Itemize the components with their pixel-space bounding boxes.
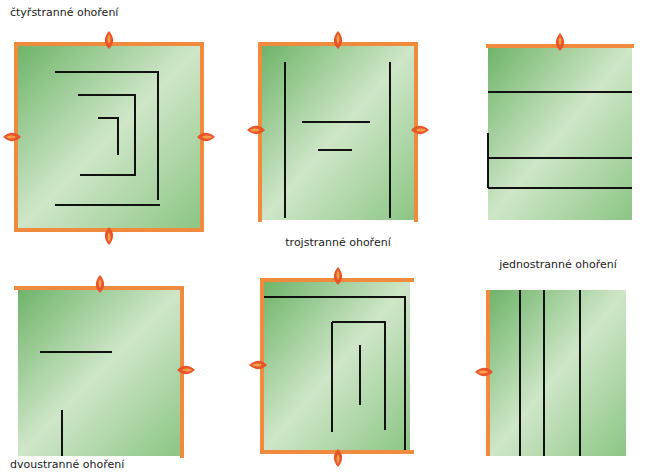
square (488, 48, 632, 220)
square (18, 290, 180, 456)
caption-label: trojstranné ohoření (283, 236, 392, 250)
caption-label: dvoustranné ohoření (8, 458, 126, 472)
square (490, 290, 626, 456)
flame-arrow (3, 31, 564, 467)
square (262, 46, 414, 220)
caption-label: jednostranné ohoření (497, 258, 619, 272)
caption-label: čtyřstranné ohoření (8, 6, 120, 20)
square (18, 46, 200, 228)
square (264, 282, 410, 450)
